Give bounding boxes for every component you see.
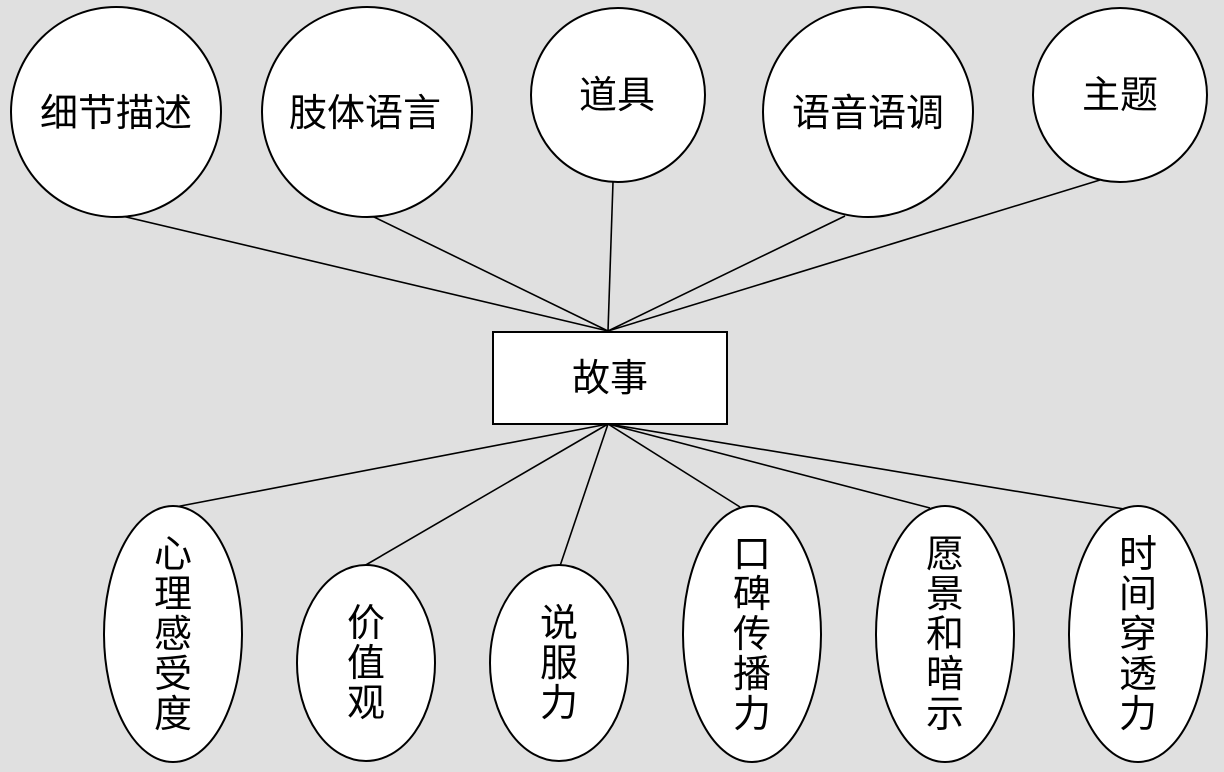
top-node-label: 语音语调 (792, 91, 944, 135)
bottom-node-ellipse (875, 505, 1015, 763)
bottom-node-3: 口碑传播力 (682, 505, 822, 763)
top-node-circle (530, 7, 706, 183)
bottom-node-label: 价值观 (347, 601, 385, 725)
bottom-node-ellipse (103, 505, 243, 763)
top-node-3: 语音语调 (762, 6, 974, 218)
edge-bottom-5 (607, 423, 1131, 511)
edge-bottom-3 (607, 423, 741, 508)
top-node-4: 主题 (1032, 7, 1208, 183)
center-node: 故事 (492, 331, 728, 425)
top-node-label: 肢体语言 (289, 91, 441, 135)
top-node-circle (762, 6, 974, 218)
top-node-1: 肢体语言 (261, 6, 473, 218)
bottom-node-label: 愿景和暗示 (926, 532, 964, 736)
bottom-node-1: 价值观 (296, 564, 436, 762)
bottom-node-ellipse (489, 564, 629, 762)
edge-bottom-4 (607, 423, 931, 509)
top-node-circle (261, 6, 473, 218)
edges (121, 179, 1131, 567)
bottom-node-ellipse (682, 505, 822, 763)
bottom-node-label: 心理感受度 (154, 532, 192, 736)
top-node-0: 细节描述 (10, 6, 222, 218)
bottom-node-label: 时间穿透力 (1119, 532, 1157, 736)
top-node-label: 道具 (579, 73, 655, 117)
edge-top-4 (607, 179, 1101, 332)
top-node-circle (1032, 7, 1208, 183)
bottom-node-ellipse (296, 564, 436, 762)
bottom-node-label: 说服力 (540, 601, 578, 725)
bottom-node-2: 说服力 (489, 564, 629, 762)
bottom-node-label: 口碑传播力 (733, 532, 771, 736)
center-node-box (492, 331, 728, 425)
center-node-label: 故事 (572, 356, 648, 400)
top-node-label: 细节描述 (40, 91, 192, 135)
edge-bottom-2 (559, 423, 609, 567)
edge-top-3 (607, 215, 846, 332)
top-node-circle (10, 6, 222, 218)
edge-top-0 (121, 215, 609, 332)
bottom-node-ellipse (1068, 505, 1208, 763)
edge-top-2 (607, 181, 614, 332)
top-node-label: 主题 (1082, 73, 1158, 117)
bottom-node-4: 愿景和暗示 (875, 505, 1015, 763)
edge-bottom-1 (363, 423, 609, 567)
bottom-node-0: 心理感受度 (103, 505, 243, 763)
edge-top-1 (371, 215, 609, 332)
edge-bottom-0 (169, 423, 609, 509)
top-node-2: 道具 (530, 7, 706, 183)
bottom-node-5: 时间穿透力 (1068, 505, 1208, 763)
